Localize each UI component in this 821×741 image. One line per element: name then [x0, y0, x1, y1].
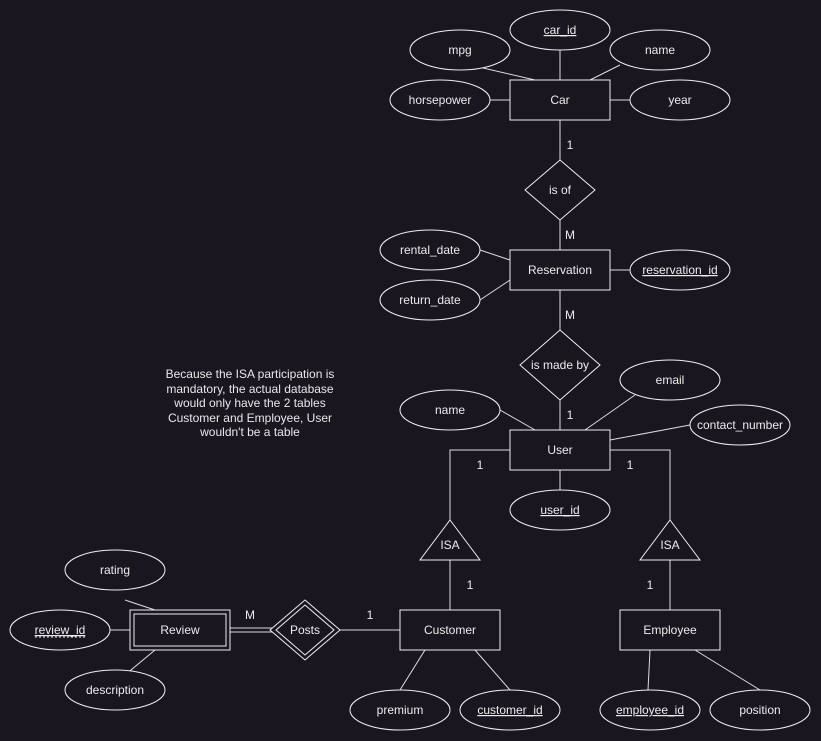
relationship-is-made-by[interactable]: is made by	[519, 329, 601, 401]
identifying-relationship-posts[interactable]: Posts	[269, 599, 341, 661]
cardinality-review-posts: M	[245, 608, 255, 622]
isa-triangle-employee[interactable]: ISA	[639, 519, 701, 561]
entity-review-label: Review	[160, 623, 200, 637]
entity-employee-label: Employee	[643, 623, 697, 637]
attribute-car-mpg[interactable]: mpg	[409, 29, 511, 71]
attribute-car-horsepower-label: horsepower	[409, 93, 472, 107]
cardinality-car-is-of: 1	[567, 138, 574, 152]
isa-triangle-customer[interactable]: ISA	[419, 519, 481, 561]
attribute-reservation-id[interactable]: reservation_id	[629, 249, 731, 291]
isa-note-text: Because the ISA participation is mandato…	[165, 367, 335, 439]
entity-user-label: User	[547, 443, 572, 457]
connector-lines	[110, 50, 761, 691]
line-user-name	[499, 409, 536, 431]
relationship-posts-label: Posts	[290, 623, 320, 637]
attribute-rental-date-label: rental_date	[400, 243, 460, 257]
attribute-reservation-id-label: reservation_id	[642, 263, 717, 277]
attribute-car-mpg-label: mpg	[448, 43, 471, 57]
cardinality-posts-customer: 1	[367, 608, 374, 622]
attribute-description-label: description	[86, 683, 144, 697]
attribute-car-id-label: car_id	[544, 23, 577, 37]
line-employee-position	[694, 649, 761, 691]
attribute-premium-label: premium	[377, 703, 424, 717]
attribute-rating-label: rating	[100, 563, 130, 577]
cardinality-isa-employee: 1	[647, 578, 654, 592]
attribute-review-id-label: review_id	[35, 623, 86, 637]
attribute-rating[interactable]: rating	[64, 549, 166, 591]
attribute-user-id[interactable]: user_id	[509, 489, 611, 531]
line-customer-id	[474, 649, 511, 691]
attribute-user-email-label: email	[656, 373, 685, 387]
line-user-isa-customer	[449, 449, 510, 520]
isa-employee-label: ISA	[660, 538, 679, 552]
cardinality-is-of-reservation: M	[565, 228, 575, 242]
cardinality-user-customer-isa: 1	[477, 458, 484, 472]
attribute-car-horsepower[interactable]: horsepower	[389, 79, 491, 121]
attribute-review-id[interactable]: review_id	[9, 609, 111, 651]
attribute-user-name-label: name	[435, 403, 465, 417]
isa-customer-label: ISA	[440, 538, 459, 552]
line-user-isa-employee	[610, 449, 671, 520]
line-employee-id	[647, 649, 651, 691]
attribute-user-name[interactable]: name	[399, 389, 501, 431]
weak-entity-review[interactable]: Review	[129, 609, 231, 651]
line-reservation-rental	[479, 249, 511, 261]
entity-reservation-label: Reservation	[528, 263, 592, 277]
line-car-name	[589, 64, 621, 81]
relationship-is-of-label: is of	[549, 183, 572, 197]
cardinality-user-employee-isa: 1	[627, 458, 634, 472]
attribute-user-contact-number-label: contact_number	[697, 418, 783, 432]
attribute-return-date-label: return_date	[399, 293, 461, 307]
cardinality-reservation-is-made-by: M	[565, 308, 575, 322]
line-customer-premium	[399, 649, 426, 691]
attribute-customer-id-label: customer_id	[477, 703, 542, 717]
attribute-employee-id[interactable]: employee_id	[599, 689, 701, 731]
entity-customer-label: Customer	[424, 623, 476, 637]
attribute-car-year[interactable]: year	[629, 79, 731, 121]
attribute-employee-id-label: employee_id	[616, 703, 684, 717]
entity-reservation[interactable]: Reservation	[509, 249, 611, 291]
attribute-rental-date[interactable]: rental_date	[379, 229, 481, 271]
attribute-premium[interactable]: premium	[349, 689, 451, 731]
attribute-user-id-label: user_id	[540, 503, 579, 517]
attribute-car-id[interactable]: car_id	[509, 9, 611, 51]
line-review-rating	[124, 599, 156, 611]
relationship-is-of[interactable]: is of	[524, 159, 596, 221]
attribute-position-label: position	[739, 703, 780, 717]
cardinality-labels: 1 M M 1 1 1 1 1 M 1	[245, 138, 654, 622]
line-user-email	[584, 394, 636, 431]
attribute-return-date[interactable]: return_date	[379, 279, 481, 321]
attribute-user-email[interactable]: email	[619, 359, 721, 401]
entity-user[interactable]: User	[509, 429, 611, 471]
attribute-customer-id[interactable]: customer_id	[459, 689, 561, 731]
attribute-position[interactable]: position	[709, 689, 811, 731]
relationship-is-made-by-label: is made by	[531, 358, 589, 372]
line-user-contact	[609, 424, 691, 441]
attribute-car-name-label: name	[645, 43, 675, 57]
attribute-car-year-label: year	[668, 93, 691, 107]
attribute-description[interactable]: description	[64, 669, 166, 711]
attribute-car-name[interactable]: name	[609, 29, 711, 71]
entity-car[interactable]: Car	[509, 79, 611, 121]
entity-car-label: Car	[550, 93, 569, 107]
cardinality-isa-customer: 1	[467, 578, 474, 592]
line-reservation-return	[479, 279, 511, 301]
entity-employee[interactable]: Employee	[619, 609, 721, 651]
attribute-user-contact-number[interactable]: contact_number	[689, 404, 791, 446]
cardinality-is-made-by-user: 1	[567, 408, 574, 422]
entity-customer[interactable]: Customer	[399, 609, 501, 651]
